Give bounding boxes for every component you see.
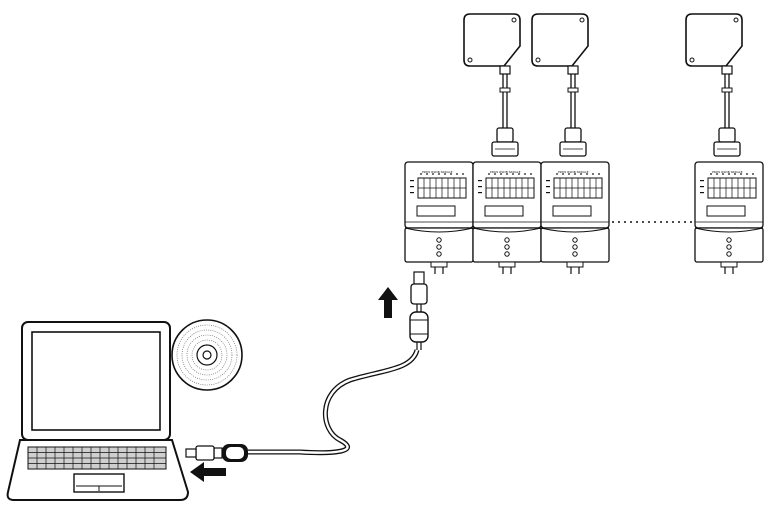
unit-header-text: PDDS RSDB SRDALE: [558, 170, 589, 174]
amplifier-unit: PDDS RSDB SRDALE: [540, 161, 610, 275]
unit-header-text: PDDS RSDB SRDALE: [422, 170, 453, 174]
amplifier-unit: PDDS RSDB SRDALE: [404, 161, 474, 275]
unit-header-text: PDDS RSDB SRDALE: [712, 170, 743, 174]
amplifier-unit: PDDS RSDB SRDALE: [694, 161, 764, 275]
arrow-up-icon: [378, 287, 398, 318]
sensor-head: [463, 13, 521, 157]
laptop-icon: [6, 321, 190, 501]
sensor-head: [531, 13, 589, 157]
arrow-left-icon: [190, 462, 226, 482]
unit-header-text: PDDS RSDB SRDALE: [490, 170, 521, 174]
sensor-head: [685, 13, 743, 157]
cd-rom-icon: [171, 319, 243, 391]
usb-cable: [185, 271, 429, 462]
amplifier-unit: PDDS RSDB SRDALE: [472, 161, 542, 275]
